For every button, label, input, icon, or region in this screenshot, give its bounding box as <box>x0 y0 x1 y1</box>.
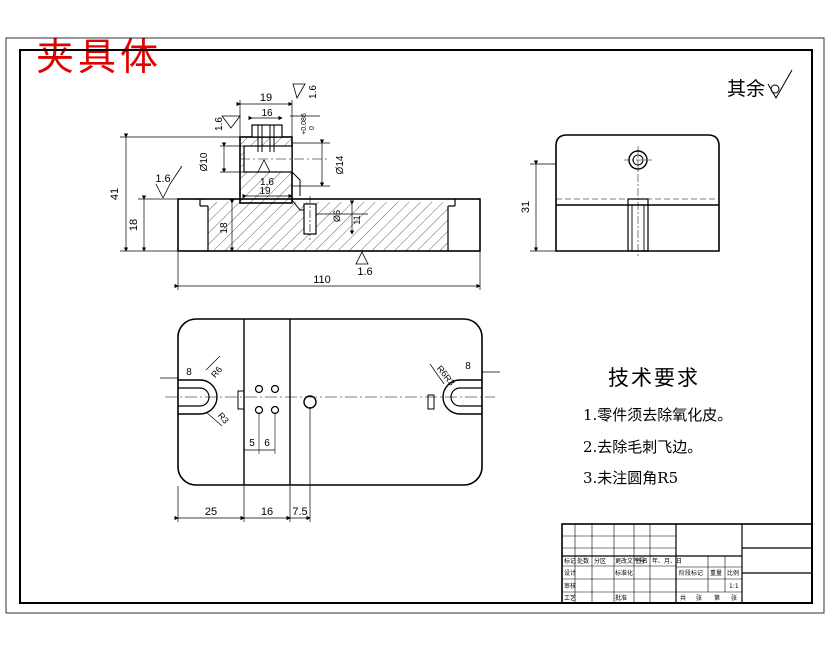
dim-16-bottom: 16 <box>261 506 273 518</box>
tb-count: 处数 <box>577 557 589 565</box>
tb-scale-label: 比例 <box>727 569 739 577</box>
dim-110: 110 <box>313 274 331 286</box>
outer-frame <box>5 37 825 614</box>
dim-8-right: 8 <box>465 361 471 372</box>
top-view <box>160 318 500 522</box>
dim-8-left: 8 <box>186 367 192 378</box>
requirement-item-3: 3.未注圆角R5 <box>583 469 679 487</box>
tb-process: 工艺 <box>564 594 576 602</box>
dim-16-slot: 16 <box>261 108 273 119</box>
roughness-value-top-left: 1.6 <box>214 117 225 131</box>
tb-sheet-no: 第 <box>714 594 720 602</box>
roughness-note: 其余 <box>727 78 766 100</box>
drawing-title: 夹具体 <box>36 35 163 79</box>
dim-11: 11 <box>352 215 362 224</box>
tb-sheet: 张 <box>731 594 737 602</box>
dim-19-inner: 19 <box>259 186 271 197</box>
roughness-symbol-general <box>767 69 793 100</box>
roughness-value-bottom: 1.6 <box>357 266 372 278</box>
inner-frame <box>19 49 813 604</box>
dim-18-base: 18 <box>128 219 140 231</box>
tb-zone: 分区 <box>594 557 606 565</box>
roughness-value-bore: 1.6 <box>260 177 274 188</box>
tb-weight: 重量 <box>710 569 722 577</box>
tol-upper: +0.086 <box>301 113 308 135</box>
tb-approve: 批准 <box>615 594 627 602</box>
tb-mark: 标记 <box>564 557 576 565</box>
dim-d14: Ø14 <box>335 155 346 174</box>
dim-41: 41 <box>109 188 121 200</box>
dim-18-step: 18 <box>219 222 230 234</box>
dim-d6: Ø6 <box>332 210 342 222</box>
dim-d10: Ø10 <box>199 152 210 171</box>
requirements-heading: 技术要求 <box>608 366 700 390</box>
roughness-value-left: 1.6 <box>155 173 170 185</box>
dim-19-top: 19 <box>260 92 272 104</box>
roughness-marks-front <box>155 83 369 265</box>
tb-date: 年、月、日 <box>652 557 682 565</box>
dim-r3-left: R3 <box>216 410 231 425</box>
dim-6: 6 <box>264 438 270 449</box>
side-view <box>530 134 720 256</box>
requirement-item-2: 2.去除毛刺飞边。 <box>583 438 703 456</box>
tb-review: 审核 <box>564 582 576 590</box>
dim-7-5: 7.5 <box>292 506 307 518</box>
dim-r6-left: R6 <box>209 364 224 379</box>
front-view <box>177 124 481 252</box>
dim-5: 5 <box>249 438 255 449</box>
tb-stage: 阶段标记 <box>679 569 703 577</box>
roughness-value-top-right: 1.6 <box>308 85 319 99</box>
tb-design: 设计 <box>564 569 576 577</box>
tb-scale: 1:1 <box>729 583 739 590</box>
title-block: 标记 处数 分区 更改文件号 签名 年、月、日 设计 标准化 阶段标记 重量 比… <box>561 523 813 604</box>
tb-standard: 标准化 <box>615 569 633 577</box>
tb-doc: 更改文件号 <box>615 557 645 565</box>
tb-total: 共 <box>680 594 686 602</box>
tb-sheets: 张 <box>696 594 702 602</box>
tol-lower: 0 <box>309 126 316 130</box>
dim-25: 25 <box>205 506 217 518</box>
dim-31: 31 <box>520 201 532 213</box>
tb-sign: 签名 <box>636 557 648 565</box>
requirement-item-1: 1.零件须去除氧化皮。 <box>583 406 733 424</box>
front-view-dimensions <box>120 100 481 290</box>
